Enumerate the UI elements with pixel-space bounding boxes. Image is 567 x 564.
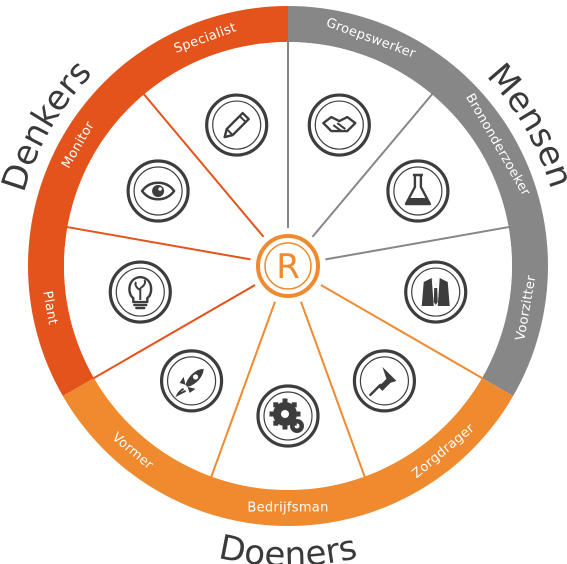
spoke [311,92,434,238]
spoke [325,225,510,261]
rocket-icon [159,349,224,413]
flask-icon [386,159,450,223]
role-label: Plant [39,290,60,326]
spoke [66,225,251,261]
role-icons [108,93,468,448]
center-letter: R [276,247,300,287]
ring-band-mensen [288,6,548,396]
group-label-doeners: Doeners [216,527,361,564]
spoke [92,284,256,380]
handshake-icon [307,93,371,157]
spoke [210,301,276,478]
pushpin-icon [352,349,417,413]
center-badge: R [256,234,320,298]
pencil-icon [205,93,269,157]
gears-icon [256,384,320,448]
eye-icon [126,159,190,223]
outer-ring [27,6,548,526]
spoke [320,284,484,380]
suit-icon [404,260,468,324]
spoke [300,301,366,478]
ring-band-doeners [62,378,514,526]
center-disc [264,242,312,290]
role-label: Bedrijfsman [247,501,328,516]
lightbulb-icon [108,260,172,324]
spoke [142,92,265,238]
ring-band-denkers [27,6,288,396]
spokes [66,41,510,478]
